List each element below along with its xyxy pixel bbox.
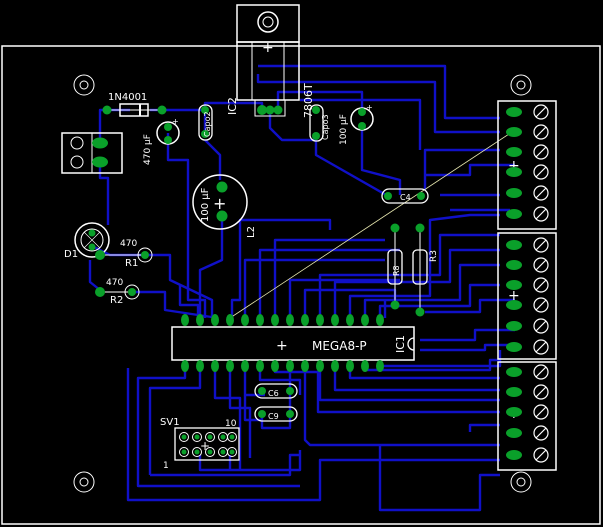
- cap2-label: Capo2: [203, 111, 212, 137]
- cap-470-label: 470 µF: [143, 134, 153, 165]
- led-d1: D1: [64, 222, 110, 260]
- diode-label: 1N4001: [108, 92, 147, 103]
- mounting-holes: [73, 74, 532, 493]
- diode-1n4001: 1N4001: [102, 92, 167, 117]
- header-sv1: + SV1 1 10: [160, 417, 240, 471]
- power-terminal: [61, 132, 123, 174]
- voltage-regulator: +: [236, 4, 300, 117]
- terminal-block-1: +: [497, 100, 557, 230]
- resistor-r8: R8: [387, 223, 403, 310]
- svg-text:+: +: [508, 158, 520, 174]
- capacitor-c4: C4: [381, 188, 429, 204]
- capacitor-c6: C6: [254, 383, 298, 399]
- resistor-r1: 470 R1: [95, 239, 153, 269]
- capacitor-c2: Capo2: [198, 104, 213, 141]
- r3-label: R3: [429, 250, 439, 262]
- capacitor-100uf-small: + 100 µF: [339, 103, 374, 145]
- r2-value: 470: [106, 278, 123, 288]
- mcu-mega8: + MEGA8-P IC1: [171, 314, 415, 372]
- r1-value: 470: [120, 239, 137, 249]
- capacitor-c3: Capo3: [309, 104, 330, 142]
- svg-text:+: +: [200, 439, 210, 453]
- sv1-label: SV1: [160, 417, 180, 428]
- c4-label: C4: [400, 193, 411, 202]
- cap-100-big-label: 100 µF: [200, 187, 211, 222]
- capacitor-100uf-large: + 100 µF: [192, 174, 248, 230]
- traces: [88, 64, 515, 512]
- mcu-label: MEGA8-P: [312, 339, 367, 353]
- sv1-pin1-label: 1: [163, 461, 169, 471]
- svg-text:+: +: [213, 194, 226, 213]
- svg-text:+: +: [276, 338, 288, 354]
- svg-text:+: +: [262, 40, 274, 56]
- svg-text:+: +: [508, 288, 520, 304]
- r1-label: R1: [125, 258, 138, 269]
- terminal-block-3: +: [497, 361, 557, 471]
- board-outline: [1, 45, 601, 525]
- regulator-label: 7806T: [302, 83, 315, 118]
- capacitor-c9: C9: [254, 406, 298, 422]
- d1-label: D1: [64, 249, 78, 260]
- l2-label: L2: [246, 226, 257, 238]
- terminal-block-2: +: [497, 232, 557, 360]
- cap-100-right-label: 100 µF: [339, 114, 349, 145]
- ic1-label: IC1: [394, 335, 407, 353]
- ic2-label: IC2: [226, 97, 239, 115]
- cap3-label: Capo3: [321, 114, 330, 140]
- svg-text:+: +: [172, 117, 179, 126]
- r8-label: R8: [392, 265, 401, 276]
- r2-label: R2: [110, 295, 123, 306]
- c9-label: C9: [268, 412, 279, 421]
- resistor-r3: R3: [412, 223, 439, 317]
- airwire: [229, 131, 513, 319]
- c6-label: C6: [268, 389, 279, 398]
- svg-text:+: +: [366, 103, 373, 112]
- resistor-r2: 470 R2: [95, 278, 140, 306]
- sv1-pin10-label: 10: [225, 419, 237, 429]
- capacitor-470uf: + 470 µF: [143, 117, 180, 165]
